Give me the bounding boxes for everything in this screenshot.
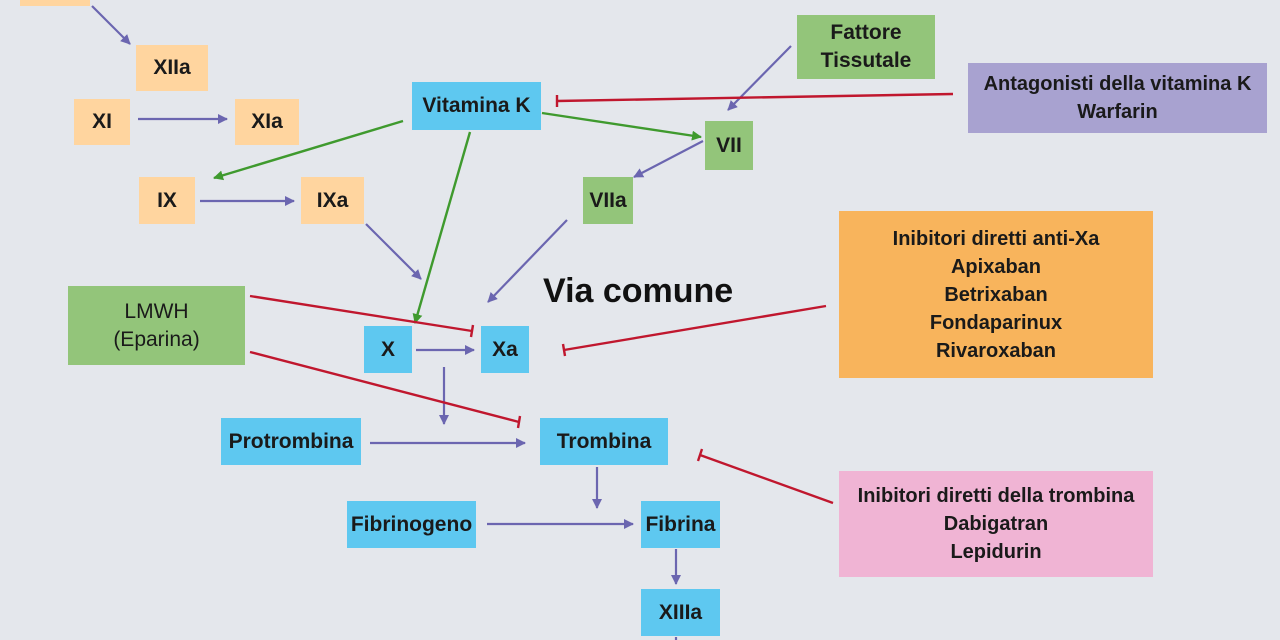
thrombin-inhibitor-drug-box: Inibitori diretti della trombina Dabigat… <box>839 471 1153 577</box>
lmwh-line-1: LMWH <box>124 299 189 323</box>
arrow-ixa-to-xa <box>365 223 422 280</box>
xa-inhibitor-item-betrixaban: Betrixaban <box>944 283 1048 306</box>
thrombin-inhibitor-item-lepidurin: Lepidurin <box>950 541 1042 563</box>
factor-viia-node: VIIa <box>583 177 633 224</box>
thrombin-inhibitor-item-dabigatran: Dabigatran <box>943 513 1049 535</box>
xa-inhibitor-item-apixaban: Apixaban <box>950 255 1042 278</box>
inhibit-xa-drugs-to-xa <box>563 304 827 352</box>
arrow-vii-to-viia <box>633 140 704 178</box>
inhibit-thrombin-drugs-to-thrombin <box>699 453 834 505</box>
thrombin-node: Trombina <box>540 418 668 465</box>
arrow-vitk-to-x <box>412 131 472 324</box>
factor-xiia-node: XIIa <box>136 45 208 91</box>
vka-drug-box: Antagonisti della vitamina K Warfarin <box>968 63 1267 133</box>
factor-xiiia-node: XIIIa <box>641 589 720 636</box>
xa-inhibitor-item-fondaparinux: Fondaparinux <box>929 311 1063 334</box>
factor-x-node: X <box>364 326 412 373</box>
xa-inhibitor-heading: Inibitori diretti anti-Xa <box>892 227 1100 250</box>
arrow-viia-to-xa <box>487 219 568 303</box>
fibrin-node: Fibrina <box>641 501 720 548</box>
common-pathway-title: Via comune <box>543 272 734 310</box>
xa-inhibitor-drug-box: Inibitori diretti anti-Xa Apixaban Betri… <box>839 211 1153 378</box>
factor-ix-node: IX <box>139 177 195 224</box>
factor-xii-node-partial <box>20 0 90 6</box>
lmwh-node: LMWH (Eparina) <box>68 286 245 365</box>
inhibit-xa-drugs-to-xa-bar <box>561 343 567 357</box>
lmwh-line-2: (Eparina) <box>113 327 200 351</box>
inhibit-lmwh-to-thrombin-bar <box>516 415 522 429</box>
inhibit-lmwh-to-xa-bar <box>469 324 475 338</box>
inhibit-lmwh-to-thrombin <box>249 350 520 424</box>
factor-vii-node: VII <box>705 121 753 170</box>
thrombin-inhibitor-heading: Inibitori diretti della trombina <box>857 485 1135 507</box>
tissue-factor-line-1: Fattore <box>830 21 902 44</box>
arrow-vitk-to-vii <box>541 111 702 141</box>
vka-item-warfarin: Warfarin <box>1077 101 1158 123</box>
arrow-xii-to-xiia <box>91 5 131 45</box>
fibrinogen-node: Fibrinogeno <box>347 501 476 548</box>
tissue-factor-node: Fattore Tissutale <box>797 15 935 79</box>
prothrombin-node: Protrombina <box>221 418 361 465</box>
arrow-vitk-to-ix <box>213 119 404 181</box>
xa-inhibitor-item-rivaroxaban: Rivaroxaban <box>935 339 1057 362</box>
factor-xi-node: XI <box>74 99 130 145</box>
vitamin-k-node: Vitamina K <box>412 82 541 130</box>
tissue-factor-line-2: Tissutale <box>820 49 912 72</box>
factor-ixa-node: IXa <box>301 177 364 224</box>
vka-heading: Antagonisti della vitamina K <box>983 73 1252 95</box>
arrow-tissue-factor-to-vii <box>727 45 792 111</box>
inhibit-thrombin-drugs-to-thrombin-bar <box>696 448 704 462</box>
factor-xia-node: XIa <box>235 99 299 145</box>
inhibit-vka-to-vitk <box>556 92 954 103</box>
inhibit-lmwh-to-xa <box>249 294 473 333</box>
factor-xa-node: Xa <box>481 326 529 373</box>
